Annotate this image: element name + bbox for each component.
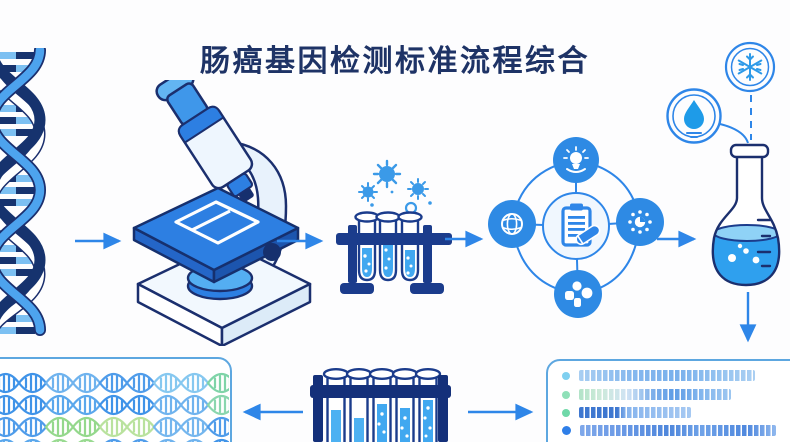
microscope-icon	[132, 80, 312, 346]
bullet-dot	[562, 408, 570, 417]
page-title: 肠癌基因检测标准流程综合	[200, 45, 590, 78]
pills-icon	[554, 270, 602, 318]
pcr-tube-rack	[310, 367, 451, 442]
sequence-row	[562, 370, 755, 381]
virus-icon	[358, 159, 432, 222]
dna-helix-icon	[0, 48, 47, 336]
lightbulb-icon	[553, 137, 599, 183]
clipboard-pen-icon	[542, 192, 610, 260]
tube-rack	[336, 225, 452, 294]
sequence-report-panel	[546, 359, 790, 442]
bullet-dot	[562, 426, 571, 435]
bullet-dot	[562, 371, 570, 380]
analysis-hub	[488, 137, 664, 318]
sequence-bar	[580, 425, 776, 436]
globe-icon	[488, 200, 536, 248]
sequence-row	[562, 407, 691, 418]
sample-tube-rack	[336, 159, 452, 294]
round-flask-icon	[711, 143, 781, 287]
sequence-bar	[579, 370, 755, 381]
bullet-dot	[562, 390, 570, 399]
sequence-bar	[579, 389, 731, 400]
dna-strand-rows	[0, 372, 229, 442]
sequence-row	[562, 389, 731, 400]
test-tubes	[354, 211, 423, 282]
flask-graduations	[756, 218, 772, 268]
snowflake-icon	[724, 41, 776, 93]
sequence-bar	[579, 407, 691, 418]
microscope-tube	[155, 80, 254, 203]
sequence-row	[562, 425, 776, 436]
tube-rack	[310, 375, 451, 442]
dna-strands-panel	[0, 357, 232, 442]
droplet-icon	[666, 88, 722, 144]
clock-dots-icon	[616, 198, 664, 246]
test-tubes	[322, 367, 442, 442]
focus-knob	[263, 243, 281, 261]
